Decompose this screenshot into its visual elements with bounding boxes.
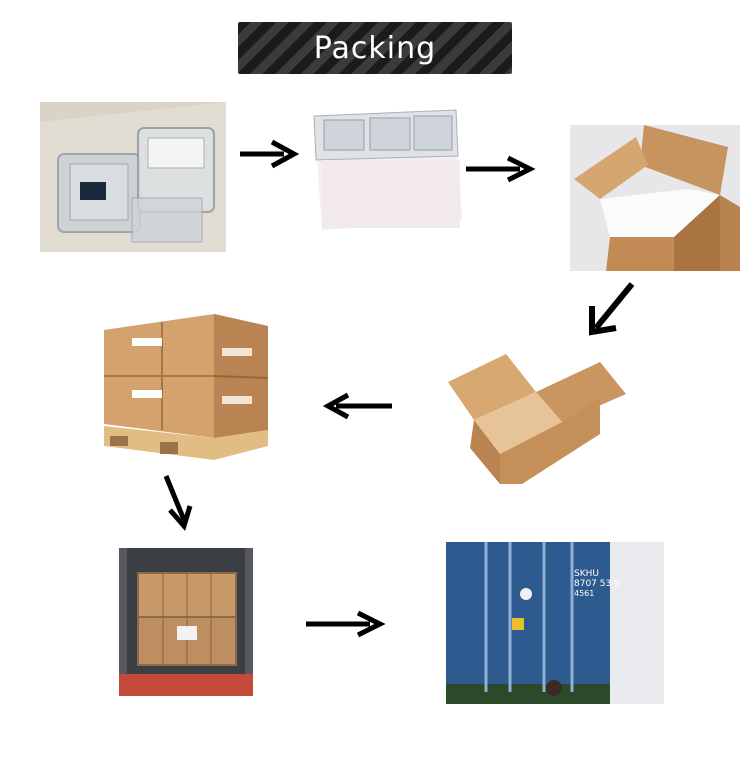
page-title: Packing bbox=[313, 30, 437, 66]
photo-open-carton bbox=[440, 350, 630, 488]
arrow-right-icon bbox=[304, 610, 386, 638]
photo-foam-lined-carton bbox=[570, 125, 740, 271]
arrow-down-left-icon bbox=[586, 280, 636, 336]
arrow-right-icon bbox=[238, 138, 300, 170]
container-mark-line2: 8707 53 9 bbox=[574, 579, 620, 589]
photo-foam-bundle bbox=[306, 96, 464, 242]
photo-plastic-cases bbox=[40, 102, 226, 252]
arrow-right-icon bbox=[464, 154, 536, 184]
container-mark-line3: 4561 bbox=[574, 589, 594, 598]
photo-sealed-container: SKHU 8707 53 9 4561 bbox=[446, 542, 664, 704]
arrow-left-icon bbox=[322, 392, 394, 420]
header-banner: Packing bbox=[238, 22, 512, 74]
container-mark-line1: SKHU bbox=[574, 569, 599, 579]
photo-container-loading bbox=[119, 548, 253, 696]
photo-palletized-cartons bbox=[104, 312, 268, 462]
arrow-down-icon bbox=[162, 474, 193, 532]
